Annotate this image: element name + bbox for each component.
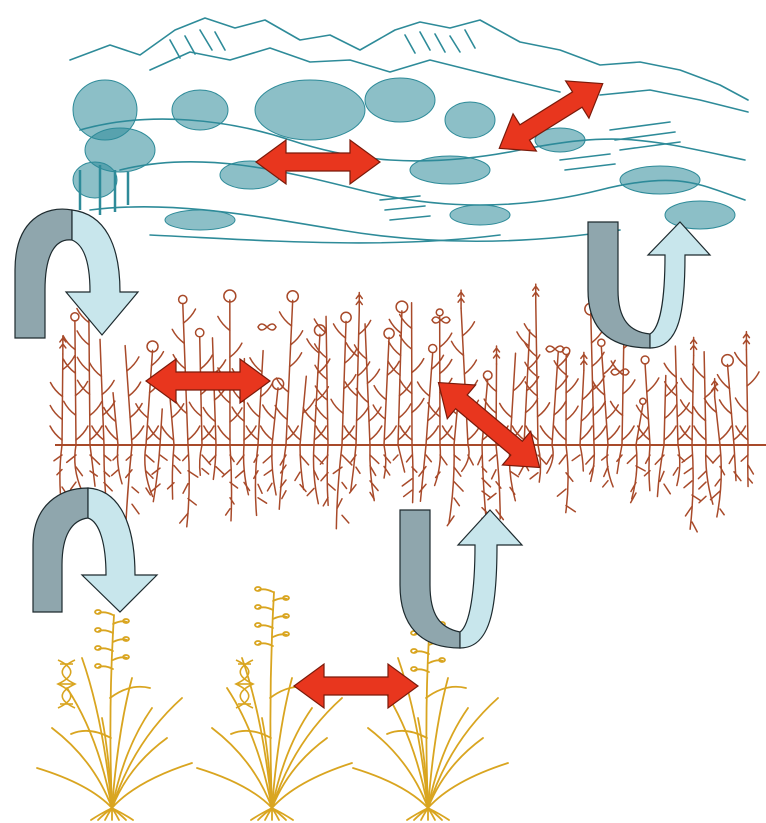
- landscape-tier: [70, 18, 748, 243]
- curved-cycle-arrow-icon: [33, 488, 157, 612]
- grass-plant-middle: [197, 587, 352, 820]
- grass-plant-left: [37, 610, 192, 820]
- double-headed-arrow-icon: [294, 664, 418, 708]
- double-headed-arrow-icon: [146, 359, 270, 403]
- curved-cycle-arrow-icon: [15, 209, 138, 338]
- curved-cycle-arrow-icon: [588, 222, 710, 348]
- curved-cycle-arrow-icon: [400, 510, 522, 648]
- grass-plant-right: [353, 613, 508, 820]
- dna-helix-icon: [58, 660, 75, 708]
